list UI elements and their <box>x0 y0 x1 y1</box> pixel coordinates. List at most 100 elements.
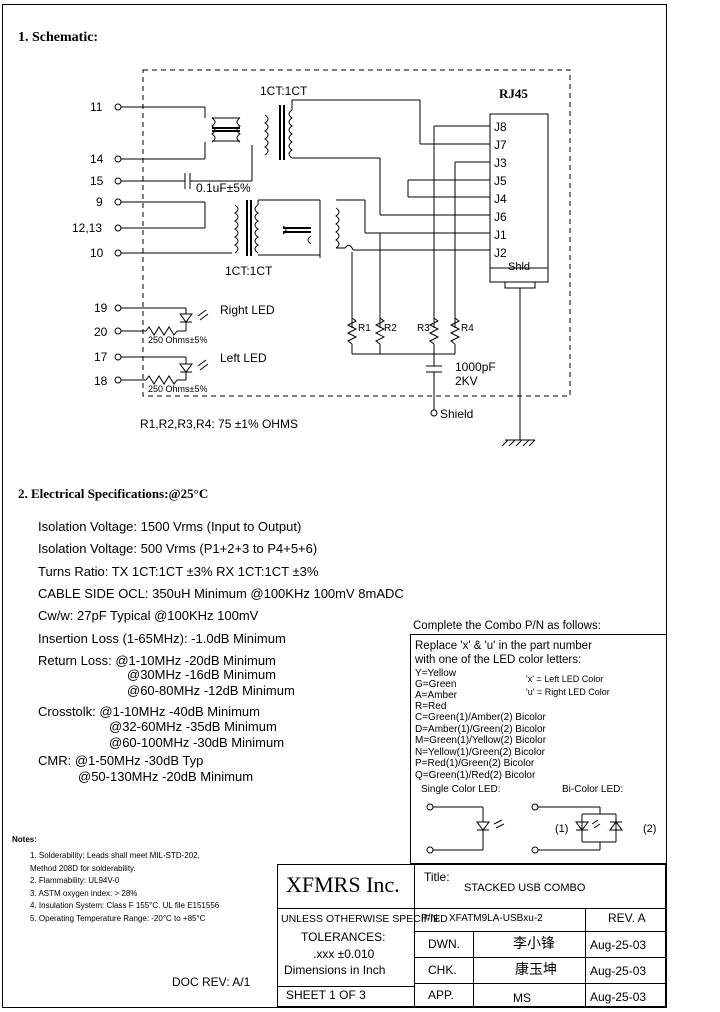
jack-label: J5 <box>494 174 507 188</box>
bicolor-item: Q=Green(1)/Red(2) Bicolor <box>415 769 536 781</box>
schematic-heading: 1. Schematic: <box>18 30 99 45</box>
pin-label: 10 <box>90 246 104 260</box>
shld-label: Shld <box>508 261 531 273</box>
hv-cap-rating: 2KV <box>455 374 478 388</box>
x-note: 'x' = Left LED Color <box>526 674 604 684</box>
bicolor-item: M=Green(1)/Yellow(2) Bicolor <box>415 735 547 746</box>
spec-line: Turns Ratio: TX 1CT:1CT ±3% RX 1CT:1CT ±… <box>38 564 319 579</box>
spec-line: Crosstolk: @1-10MHz -40dB Minimum <box>38 704 260 719</box>
notes-list: 1. Solderability: Leads shall meet MIL-S… <box>30 850 219 925</box>
color-item: Y=Yellow <box>415 668 457 679</box>
spec-line: Insertion Loss (1-65MHz): -1.0dB Minimum <box>38 631 286 646</box>
unless-note: UNLESS OTHERWISE SPECIFIED <box>281 913 448 925</box>
spec-line: CABLE SIDE OCL: 350uH Minimum @100KHz 10… <box>38 586 404 601</box>
led-pin-label: 17 <box>94 350 108 364</box>
note-item: 3. ASTM oxygen index: > 28% <box>30 888 138 898</box>
spec-line: @50-130MHz -20dB Minimum <box>78 769 254 784</box>
jack-label: J4 <box>494 192 507 206</box>
r4-label: R4 <box>461 323 474 334</box>
bicolor-led-label: Bi-Color LED: <box>562 784 624 795</box>
shield-label: Shield <box>440 407 474 421</box>
combo-intro: with one of the LED color letters: <box>415 654 582 666</box>
bicolor-item: P=Red(1)/Green(2) Bicolor <box>415 758 535 769</box>
electrical-heading: 2. Electrical Specifications:@25°C <box>18 486 209 501</box>
capacitor-label: 0.1uF±5% <box>196 181 251 195</box>
note-item: 5. Operating Temperature Range: -20°C to… <box>30 913 206 923</box>
jack-label: J7 <box>494 138 507 152</box>
jack-label: J1 <box>494 228 507 242</box>
resistor-label: 250 Ohms±5% <box>148 384 208 394</box>
dwn-signature: 李小锋 <box>513 937 555 952</box>
sheet-number: SHEET 1 OF 3 <box>286 988 366 1002</box>
pin-label: 14 <box>90 152 104 166</box>
bicolor-pin2: (2) <box>643 823 657 835</box>
right-led-label: Right LED <box>220 303 275 317</box>
combo-box <box>410 634 667 864</box>
spec-line: Isolation Voltage: 1500 Vrms (Input to O… <box>38 519 302 534</box>
dwn-date: Aug-25-03 <box>590 938 647 952</box>
title-label: Title: <box>424 870 450 884</box>
spec-line: @60-100MHz -30dB Minimum <box>109 735 285 750</box>
bicolor-item: D=Amber(1)/Green(2) Bicolor <box>415 723 546 735</box>
dwn-label: DWN. <box>428 937 460 951</box>
note-item: 4. Insulation System: Class F 155°C. UL … <box>30 901 220 910</box>
app-date: Aug-25-03 <box>590 990 647 1004</box>
spec-line: @30MHz -16dB Minimum <box>127 667 277 682</box>
spec-line: @32-60MHz -35dB Minimum <box>109 719 277 734</box>
pin-label: 9 <box>96 195 103 209</box>
transformer-top-label: 1CT:1CT <box>260 84 308 98</box>
revision: REV. A <box>608 911 646 925</box>
hv-cap-value: 1000pF <box>455 360 496 374</box>
app-date-cell <box>585 983 666 1007</box>
resistor-note: R1,R2,R3,R4: 75 ±1% OHMS <box>140 417 298 431</box>
page-border <box>2 4 667 1008</box>
dimensions-note: Dimensions in Inch <box>284 963 386 977</box>
combo-title: Complete the Combo P/N as follows: <box>413 620 601 632</box>
pn-label: P/N: <box>421 913 441 924</box>
module-outline <box>142 69 571 397</box>
combo-intro: Replace 'x' & 'u' in the part number <box>415 640 592 652</box>
jack-label: J3 <box>494 156 507 170</box>
r1-label: R1 <box>358 323 371 334</box>
color-list: Y=Yellow G=Green A=Amber R=Red <box>415 668 457 712</box>
led-pin-label: 20 <box>94 325 108 339</box>
note-item: 2. Flammability: UL94V-0 <box>30 876 120 885</box>
jack-labels: J8 J7 J3 J5 J4 J6 J1 J2 <box>494 118 507 262</box>
r2-label: R2 <box>384 323 397 334</box>
schematic-diagram <box>114 69 571 447</box>
transformer-bottom-label: 1CT:1CT <box>225 264 273 278</box>
app-label: APP. <box>428 988 454 1002</box>
jack-label: J6 <box>494 210 507 224</box>
app-signature: MS <box>513 991 531 1005</box>
pin-label: 11 <box>90 100 103 114</box>
title-value: STACKED USB COMBO <box>464 882 586 894</box>
tolerances-label: TOLERANCES: <box>301 930 386 944</box>
company-name: XFMRS Inc. <box>286 872 400 897</box>
bicolor-pin1: (1) <box>555 823 569 835</box>
bicolor-item: C=Green(1)/Amber(2) Bicolor <box>415 712 546 723</box>
chk-date: Aug-25-03 <box>590 964 647 978</box>
rj45-label: RJ45 <box>499 86 528 101</box>
led-pin-label: 19 <box>94 301 108 315</box>
r3-label: R3 <box>417 323 430 334</box>
pn-value: XFATM9LA-USBxu-2 <box>449 913 543 924</box>
color-item: G=Green <box>415 679 457 690</box>
bicolor-item: N=Yellow(1)/Green(2) Bicolor <box>415 746 545 758</box>
resistor-label: 250 Ohms±5% <box>148 335 208 345</box>
spec-line: Cw/w: 27pF Typical @100KHz 100mV <box>38 608 259 623</box>
note-item: Method 208D for solderability. <box>30 863 136 873</box>
u-note: 'u' = Right LED Color <box>526 687 610 697</box>
pin-label: 15 <box>90 174 104 188</box>
led-pin-label: 18 <box>94 374 108 388</box>
color-item: R=Red <box>415 701 447 712</box>
shield-tab <box>504 281 536 289</box>
notes-title: Notes: <box>12 835 37 844</box>
jack-label: J8 <box>494 120 507 134</box>
left-led-label: Left LED <box>220 351 267 365</box>
led-symbols <box>426 803 623 854</box>
pin-label: 12,13 <box>72 221 103 235</box>
spec-line: @60-80MHz -12dB Minimum <box>127 683 295 698</box>
jack-label: J2 <box>494 246 507 260</box>
doc-rev: DOC REV: A/1 <box>172 975 251 989</box>
chk-signature: 康玉坤 <box>515 963 557 978</box>
